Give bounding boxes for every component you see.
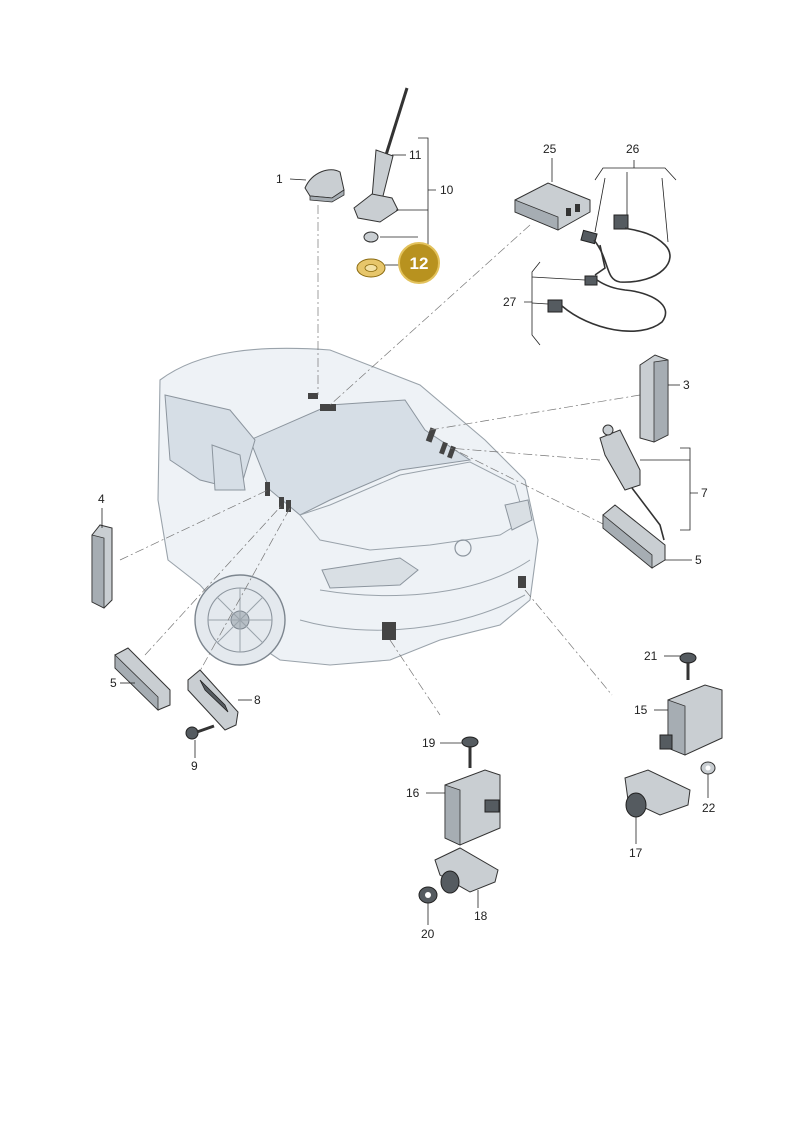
callout-10: 10 (440, 183, 454, 197)
part-8-control-unit (187, 669, 239, 731)
callout-22: 22 (702, 801, 716, 815)
part-21-screw (679, 652, 697, 680)
part-20-nut (418, 886, 438, 904)
callout-5-right: 5 (695, 553, 702, 567)
callout-15: 15 (634, 703, 648, 717)
reference-lines (119, 205, 641, 716)
callout-11: 11 (409, 148, 422, 162)
callout-17: 17 (629, 846, 643, 860)
callout-16: 16 (406, 786, 420, 800)
part-3-antenna-amplifier (639, 354, 669, 443)
callout-4: 4 (98, 492, 105, 506)
callout-5-left: 5 (110, 676, 117, 690)
part-25-module (514, 182, 591, 231)
part-18-bracket (434, 847, 499, 894)
callout-7: 7 (701, 486, 708, 500)
part-26-cable-set (580, 214, 671, 283)
callout-12[interactable]: 12 (410, 254, 429, 273)
callout-9: 9 (191, 759, 198, 773)
part-17-bracket (624, 769, 691, 818)
callout-20: 20 (421, 927, 435, 941)
part-16-control-unit (444, 769, 501, 846)
car-illustration (157, 347, 539, 666)
part-22-nut (700, 761, 716, 775)
callout-leaders (101, 137, 709, 925)
part-5-left-antenna-amplifier (114, 647, 171, 711)
part-12-nut-seal (356, 231, 386, 278)
part-27-cable-set (547, 275, 667, 333)
highlighted-callout-12[interactable]: 12 (398, 242, 440, 284)
callout-numbers: 1 11 10 25 26 27 3 7 5 4 5 8 9 19 16 18 … (98, 142, 716, 941)
callout-1: 1 (276, 172, 283, 186)
callout-18: 18 (474, 909, 488, 923)
part-4-antenna-amplifier (91, 524, 113, 609)
callout-27: 27 (503, 295, 517, 309)
part-7-antenna-module-cable (599, 424, 665, 541)
callout-19: 19 (422, 736, 436, 750)
callout-3: 3 (683, 378, 690, 392)
part-15-control-unit (659, 684, 723, 756)
callout-26: 26 (626, 142, 640, 156)
highlight-badge[interactable] (398, 242, 440, 284)
part-5-right-antenna-amplifier (602, 504, 666, 569)
part-9-screw (185, 724, 215, 740)
part-19-screw (461, 736, 479, 768)
callout-21: 21 (644, 649, 658, 663)
callout-25: 25 (543, 142, 557, 156)
callout-8: 8 (254, 693, 261, 707)
part-1-roof-antenna-fin (304, 169, 345, 203)
